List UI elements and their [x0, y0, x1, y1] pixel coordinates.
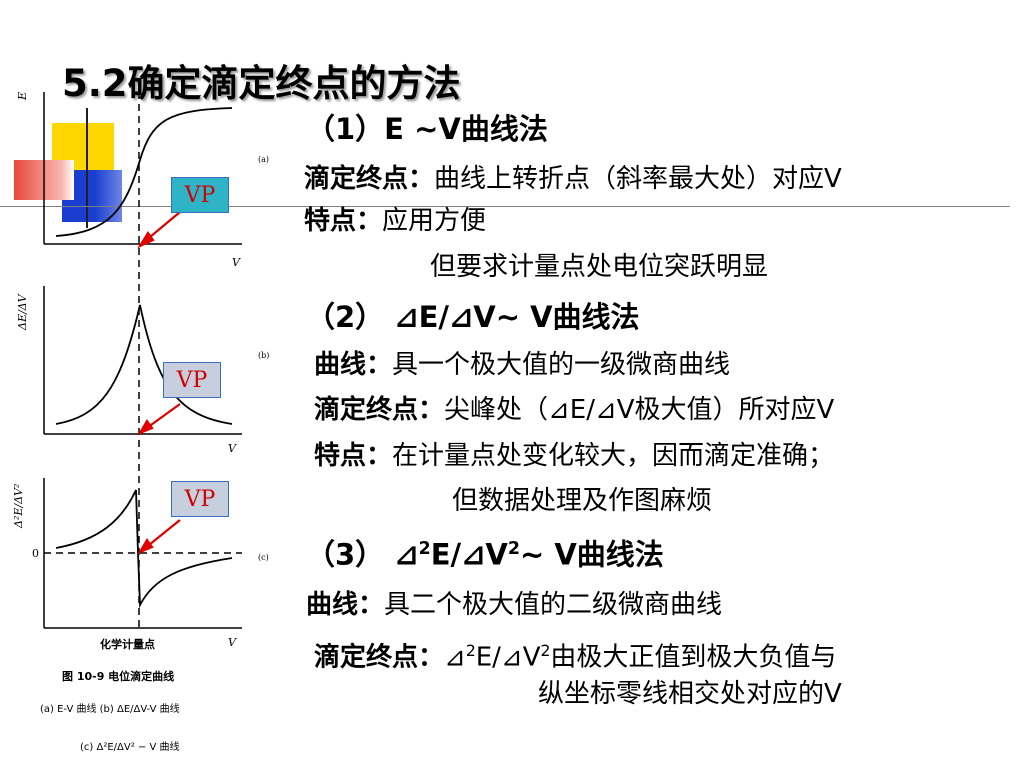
endpoint-label: 滴定终点： — [314, 642, 445, 673]
curve-e-v — [55, 107, 233, 237]
deco-vertical-line — [86, 108, 88, 228]
deco-horizontal-line — [0, 206, 1010, 207]
section-3-heading: （3） ⊿2E/⊿V2~ V曲线法 — [306, 532, 664, 572]
heading-part: E/⊿V — [430, 537, 508, 572]
vp-label-b: VP — [163, 362, 221, 398]
endpoint-part: E/⊿V — [475, 642, 541, 673]
section-1-feature-2: 但要求计量点处电位突跃明显 — [430, 252, 769, 282]
section-1-endpoint: 滴定终点：曲线上转折点（斜率最大处）对应V — [304, 162, 842, 196]
heading-part: ~ V曲线法 — [519, 537, 664, 572]
endpoint-part: 由极大正值到极大负值与 — [550, 642, 837, 673]
zero-label: 0 — [32, 547, 39, 560]
axis-b-x-label: V — [228, 442, 237, 455]
vp-label-c: VP — [171, 481, 229, 517]
axis-a-x-label: V — [232, 256, 241, 269]
arrow-c-head — [137, 537, 154, 555]
figure-caption: 图 10-9 电位滴定曲线 — [62, 669, 174, 683]
feature-label: 特点： — [304, 206, 383, 236]
curve-first-derivative — [55, 304, 233, 425]
arrow-b-head — [137, 418, 154, 436]
section-1-feature: 特点：应用方便 — [304, 204, 486, 238]
curve-second-derivative-lower — [137, 552, 233, 609]
section-2-endpoint: 滴定终点：尖峰处（⊿E/⊿V极大值）所对应V — [314, 393, 834, 427]
feature-text: 在计量点处变化较大，因而滴定准确； — [392, 441, 835, 471]
endpoint-part: ⊿ — [444, 642, 466, 673]
section-3-endpoint: 滴定终点：⊿2E/⊿V2由极大正值到极大负值与 — [314, 634, 836, 675]
section-2-curve: 曲线：具一个极大值的一级微商曲线 — [314, 348, 730, 382]
section-3-endpoint-2: 纵坐标零线相交处对应的V — [538, 679, 842, 709]
panel-c-label: (c) — [258, 553, 269, 562]
endpoint-label: 滴定终点： — [314, 395, 445, 425]
arrow-a-head — [137, 231, 155, 249]
curve-label: 曲线： — [314, 350, 393, 380]
section-2-feature-2: 但数据处理及作图麻烦 — [452, 486, 713, 516]
feature-text: 应用方便 — [382, 206, 487, 236]
curve-second-derivative-upper — [55, 489, 139, 554]
figure-legend-2: (c) Δ²E/ΔV² − V 曲线 — [80, 740, 179, 753]
heading-sup: 2 — [418, 539, 431, 559]
axis-c-y-label: Δ²E/ΔV² — [12, 484, 25, 529]
endpoint-sup: 2 — [540, 642, 551, 660]
endpoint-text: 尖峰处（⊿E/⊿V极大值）所对应V — [444, 395, 835, 425]
x-caption: 化学计量点 — [100, 637, 155, 651]
section-3-curve: 曲线：具二个极大值的二级微商曲线 — [306, 588, 722, 622]
section-2-heading: （2） ⊿E/⊿V~ V曲线法 — [306, 300, 640, 334]
feature-label: 特点： — [314, 441, 393, 471]
panel-a-label: (a) — [258, 155, 269, 164]
figure-legend-1: (a) E-V 曲线 (b) ΔE/ΔV-V 曲线 — [40, 702, 180, 715]
section-1-heading: （1）E ~V曲线法 — [306, 112, 548, 146]
axis-b-y-label: ΔE/ΔV — [16, 293, 29, 331]
section-2-feature: 特点：在计量点处变化较大，因而滴定准确； — [314, 439, 834, 473]
endpoint-sup: 2 — [465, 642, 476, 660]
page-title: 5.2确定滴定终点的方法 — [62, 61, 461, 105]
vp-label-a: VP — [171, 177, 229, 213]
titration-curves-figure: E V (a) ΔE/ΔV V (b) Δ²E/ΔV² V (c) 0 — [12, 92, 269, 753]
curve-text: 具二个极大值的二级微商曲线 — [384, 590, 723, 620]
curve-text: 具一个极大值的一级微商曲线 — [392, 350, 731, 380]
heading-sup: 2 — [507, 539, 520, 559]
axis-a-y-label: E — [16, 92, 29, 101]
endpoint-text: 曲线上转折点（斜率最大处）对应V — [434, 164, 842, 194]
endpoint-label: 滴定终点： — [304, 164, 435, 194]
axis-c-x-label: V — [228, 636, 237, 649]
curve-label: 曲线： — [306, 590, 385, 620]
panel-b-label: (b) — [258, 351, 269, 360]
heading-part: （3） ⊿ — [306, 537, 419, 572]
